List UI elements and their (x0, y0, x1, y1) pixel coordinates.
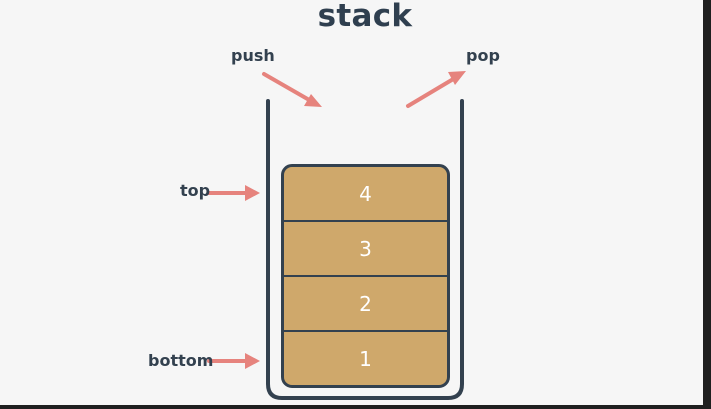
bottom-label: bottom (148, 351, 214, 370)
diagram-title: stack (317, 0, 413, 34)
push-arrow (262, 72, 322, 107)
pop-arrow (406, 71, 466, 108)
top-label: top (180, 181, 211, 200)
stack-item-4: 4 (284, 167, 447, 222)
top-arrow (207, 185, 260, 201)
bottom-arrow (207, 353, 260, 369)
push-label: push (231, 46, 275, 65)
stack-item-2: 2 (284, 277, 447, 332)
stack-container (266, 99, 464, 400)
pop-label: pop (466, 46, 500, 65)
stack-item-3: 3 (284, 222, 447, 277)
stack-item-1: 1 (359, 346, 372, 371)
stack-items: 4 3 2 1 (281, 164, 450, 388)
stack-diagram: stack push pop top bottom 4 3 2 1 (0, 0, 703, 405)
diagram-shapes (207, 71, 466, 400)
